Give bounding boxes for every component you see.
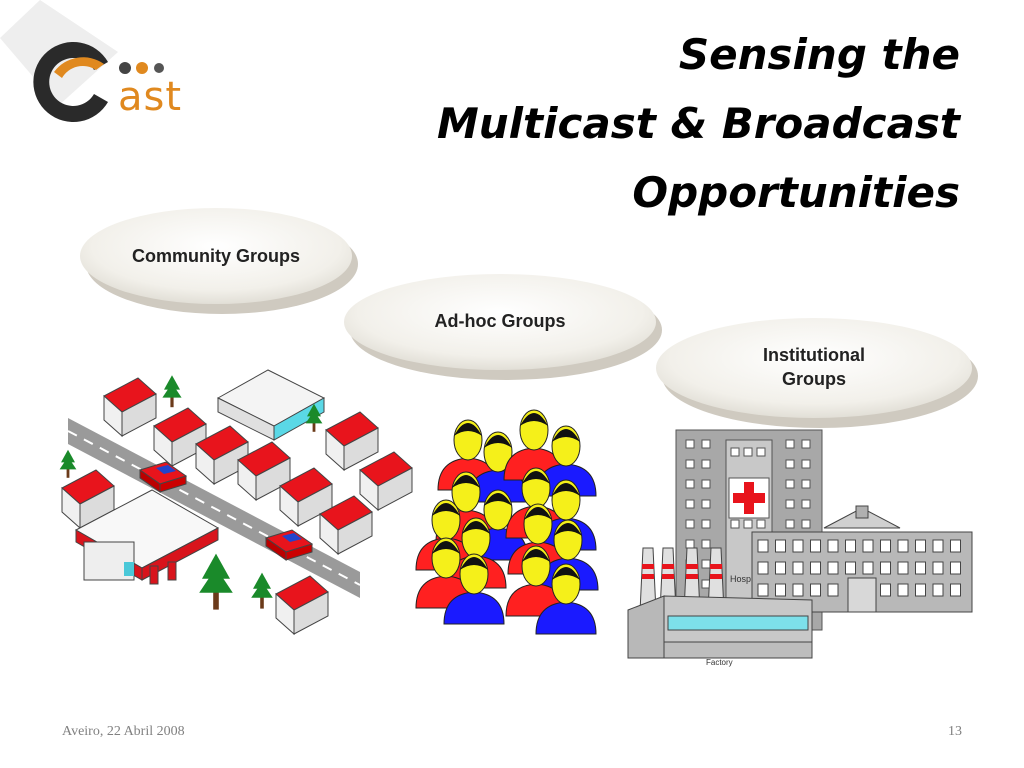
crowd-icon: [415, 409, 599, 635]
bubble-adhoc-label: Ad-hoc Groups: [434, 311, 566, 331]
gas-station-icon: [74, 489, 220, 585]
bubble-community-label: Community Groups: [131, 246, 300, 266]
title-line-2: Multicast & Broadcast: [436, 99, 960, 148]
bubble-institutional-groups: Institutional Groups: [656, 332, 972, 402]
cast-logo: ast: [0, 0, 200, 130]
title-line-3: Opportunities: [632, 168, 960, 217]
bubble-institutional-label: Institutional Groups: [763, 345, 865, 389]
institution-building-icon: [751, 505, 973, 613]
factory-icon: Factory: [627, 547, 813, 667]
logo-mark-icon: [0, 0, 164, 123]
bubble-community-groups: Community Groups: [80, 226, 352, 286]
slide-title: Sensing the Multicast & Broadcast Opport…: [400, 20, 960, 227]
bubble-adhoc-groups: Ad-hoc Groups: [344, 292, 656, 350]
logo-text: ast: [118, 74, 183, 120]
slide-number: 13: [948, 724, 962, 739]
hospital-sign: Hosp: [730, 574, 751, 584]
footer-location-date: Aveiro, 22 Abril 2008: [62, 724, 185, 739]
bubble-adhoc-shape: [344, 274, 662, 380]
car-icon: [264, 529, 314, 561]
car-icon: [138, 461, 188, 493]
title-line-1: Sensing the: [678, 30, 960, 79]
trees-icon: [59, 375, 323, 610]
bubble-institutional-shape: [656, 318, 978, 428]
houses-icon: [61, 377, 413, 636]
bubble-community-shape: [80, 208, 358, 314]
factory-label: Factory: [706, 658, 733, 667]
